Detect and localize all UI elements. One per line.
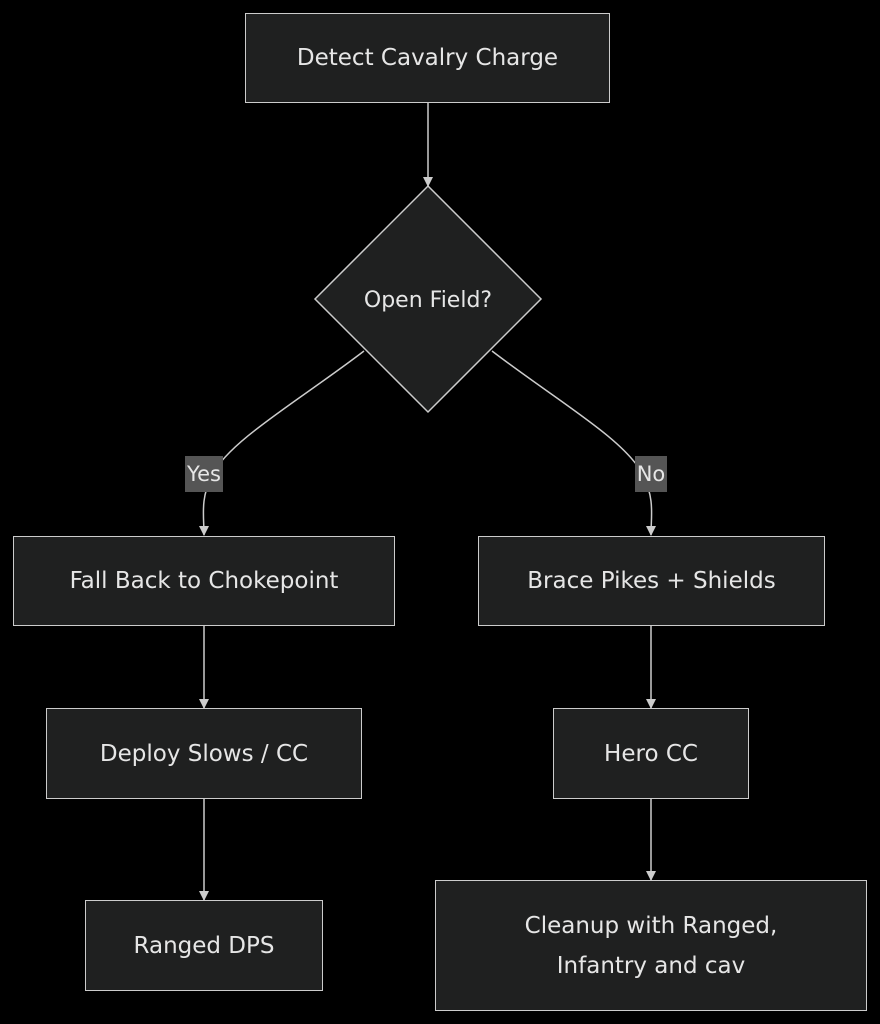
- node-fall-back-to-chokepoint: Fall Back to Chokepoint: [13, 536, 395, 626]
- node-brace-pikes-shields: Brace Pikes + Shields: [478, 536, 825, 626]
- node-open-field-decision: Open Field?: [363, 287, 493, 313]
- edge-label-yes: Yes: [185, 456, 223, 492]
- node-deploy-slows-cc: Deploy Slows / CC: [46, 708, 362, 799]
- edge-decision-to-fallback: [198, 350, 365, 536]
- node-cleanup: Cleanup with Ranged, Infantry and cav: [435, 880, 867, 1011]
- node-detect-cavalry-charge: Detect Cavalry Charge: [245, 13, 610, 103]
- node-ranged-dps: Ranged DPS: [85, 900, 323, 991]
- decision-diamond: [313, 184, 543, 414]
- edge-decision-to-brace: [491, 350, 657, 536]
- node-hero-cc: Hero CC: [553, 708, 749, 799]
- edge-label-no: No: [635, 456, 667, 492]
